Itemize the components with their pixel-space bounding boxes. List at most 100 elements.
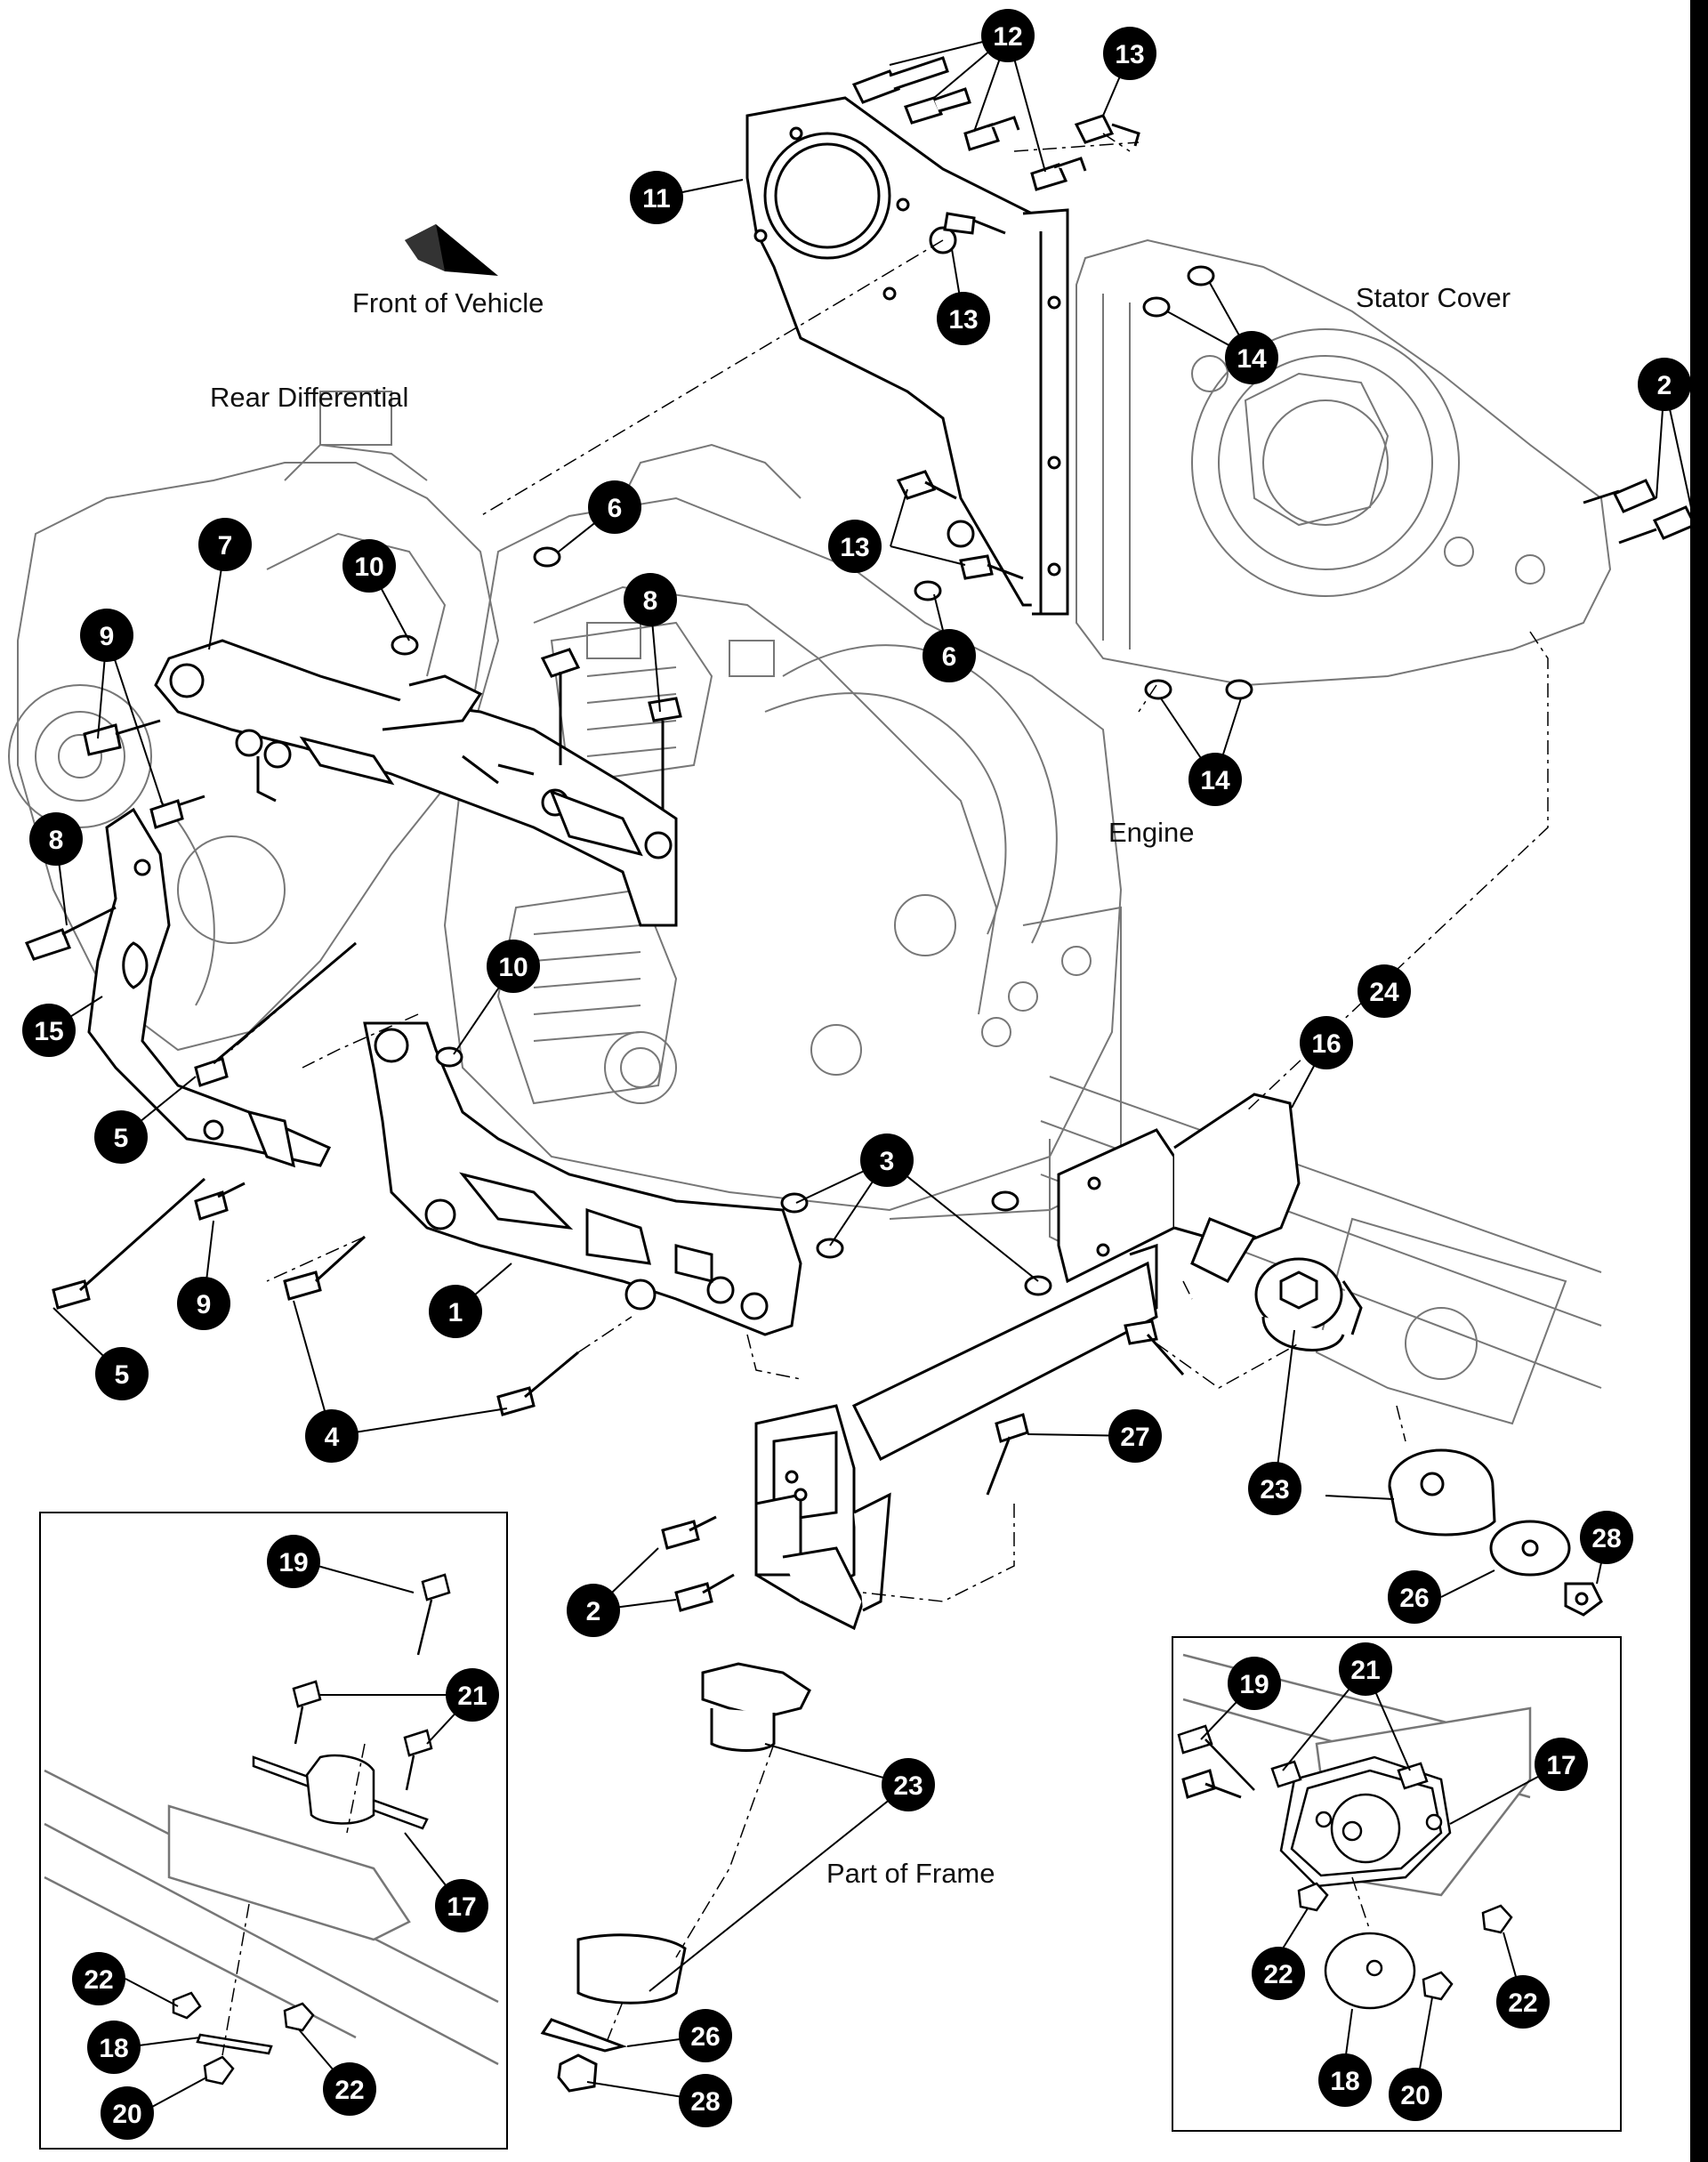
callout-20: 20 [101, 2086, 154, 2140]
callout-19: 19 [267, 1535, 320, 1588]
svg-text:10: 10 [498, 953, 528, 982]
svg-text:28: 28 [1591, 1524, 1621, 1553]
svg-text:22: 22 [84, 1965, 113, 1995]
svg-text:19: 19 [1239, 1670, 1269, 1699]
svg-text:2: 2 [586, 1597, 601, 1626]
inset-box-left [39, 1512, 508, 2150]
svg-text:21: 21 [1350, 1656, 1380, 1685]
callout-14: 14 [1188, 753, 1242, 806]
callout-7: 7 [198, 518, 252, 571]
svg-text:2: 2 [1657, 371, 1672, 400]
callout-1: 1 [429, 1285, 482, 1338]
callout-22: 22 [72, 1952, 125, 2005]
stator-cover-outline [1076, 238, 1612, 687]
right-edge-border [1690, 0, 1708, 2162]
lower-bracket [363, 1021, 802, 1336]
svg-text:14: 14 [1200, 766, 1230, 795]
callout-24: 24 [1358, 964, 1411, 1018]
callout-18: 18 [1318, 2053, 1372, 2107]
svg-text:4: 4 [325, 1423, 340, 1452]
callout-21: 21 [1339, 1642, 1392, 1696]
svg-text:23: 23 [893, 1771, 922, 1801]
svg-text:10: 10 [354, 553, 383, 582]
svg-text:9: 9 [100, 622, 115, 651]
callout-13: 13 [937, 292, 990, 345]
callout-23: 23 [882, 1758, 935, 1811]
svg-text:28: 28 [690, 2087, 720, 2117]
label-rear-differential: Rear Differential [210, 382, 408, 413]
callout-11: 11 [630, 171, 683, 224]
svg-text:16: 16 [1311, 1029, 1341, 1059]
label-part-of-frame: Part of Frame [826, 1858, 995, 1889]
mounting-plate [745, 96, 1069, 616]
callout-6: 6 [922, 629, 976, 682]
center-mount-group [540, 1662, 811, 2093]
svg-text:23: 23 [1260, 1475, 1289, 1505]
svg-text:13: 13 [948, 305, 978, 335]
callout-13: 13 [828, 520, 882, 573]
svg-text:26: 26 [690, 2022, 720, 2052]
svg-text:12: 12 [993, 22, 1022, 52]
svg-text:5: 5 [115, 1360, 130, 1390]
callout-18: 18 [87, 2021, 141, 2074]
rear-differential-outline [8, 391, 500, 1052]
svg-text:6: 6 [608, 494, 623, 523]
svg-text:21: 21 [457, 1682, 487, 1711]
callout-4: 4 [305, 1409, 359, 1463]
callout-12: 12 [981, 9, 1035, 62]
svg-text:22: 22 [1263, 1960, 1293, 1989]
label-front-of-vehicle: Front of Vehicle [352, 287, 544, 319]
callout-23: 23 [1248, 1462, 1301, 1515]
callout-10: 10 [487, 940, 540, 993]
svg-text:20: 20 [1400, 2081, 1430, 2110]
svg-text:18: 18 [1330, 2067, 1359, 2096]
callout-9: 9 [177, 1277, 230, 1330]
callout-2: 2 [1638, 358, 1691, 411]
callout-8: 8 [624, 573, 677, 626]
callout-10: 10 [342, 539, 396, 593]
svg-text:17: 17 [447, 1892, 476, 1922]
callout-20: 20 [1389, 2068, 1442, 2121]
svg-text:20: 20 [112, 2100, 141, 2129]
upper-bracket [154, 639, 678, 927]
svg-text:6: 6 [942, 642, 957, 672]
svg-text:5: 5 [114, 1124, 129, 1153]
callout-6: 6 [588, 480, 641, 534]
callout-28: 28 [679, 2074, 732, 2127]
callout-9: 9 [80, 609, 133, 662]
svg-text:27: 27 [1120, 1423, 1149, 1452]
bushing-right [1388, 1448, 1603, 1617]
cross-member [754, 1093, 1301, 1631]
label-stator-cover: Stator Cover [1356, 282, 1511, 313]
svg-text:24: 24 [1369, 978, 1399, 1007]
svg-text:11: 11 [642, 184, 671, 214]
callout-3: 3 [860, 1133, 914, 1187]
callout-17: 17 [435, 1879, 488, 1932]
svg-text:8: 8 [643, 586, 658, 616]
callout-5: 5 [94, 1110, 148, 1164]
callout-13: 13 [1103, 27, 1156, 80]
callout-16: 16 [1300, 1016, 1353, 1069]
svg-text:19: 19 [278, 1548, 308, 1577]
svg-text:26: 26 [1399, 1584, 1429, 1613]
svg-text:7: 7 [218, 531, 233, 561]
callout-8: 8 [29, 812, 83, 866]
inset-box-right [1172, 1636, 1622, 2132]
callout-28: 28 [1580, 1511, 1633, 1564]
callout-17: 17 [1535, 1738, 1588, 1791]
svg-text:15: 15 [34, 1017, 63, 1046]
callout-19: 19 [1228, 1657, 1281, 1710]
svg-text:13: 13 [840, 533, 869, 562]
rubber-mount-upper [1254, 1257, 1363, 1351]
inset-left-parts [44, 1573, 499, 2085]
front-arrow-icon [405, 224, 498, 276]
callout-26: 26 [1388, 1570, 1441, 1624]
callout-2: 2 [567, 1584, 620, 1637]
label-engine: Engine [1108, 817, 1195, 848]
callout-22: 22 [1252, 1947, 1305, 2000]
svg-text:22: 22 [1508, 1989, 1537, 2018]
callout-21: 21 [446, 1668, 499, 1722]
callout-15: 15 [22, 1004, 76, 1057]
